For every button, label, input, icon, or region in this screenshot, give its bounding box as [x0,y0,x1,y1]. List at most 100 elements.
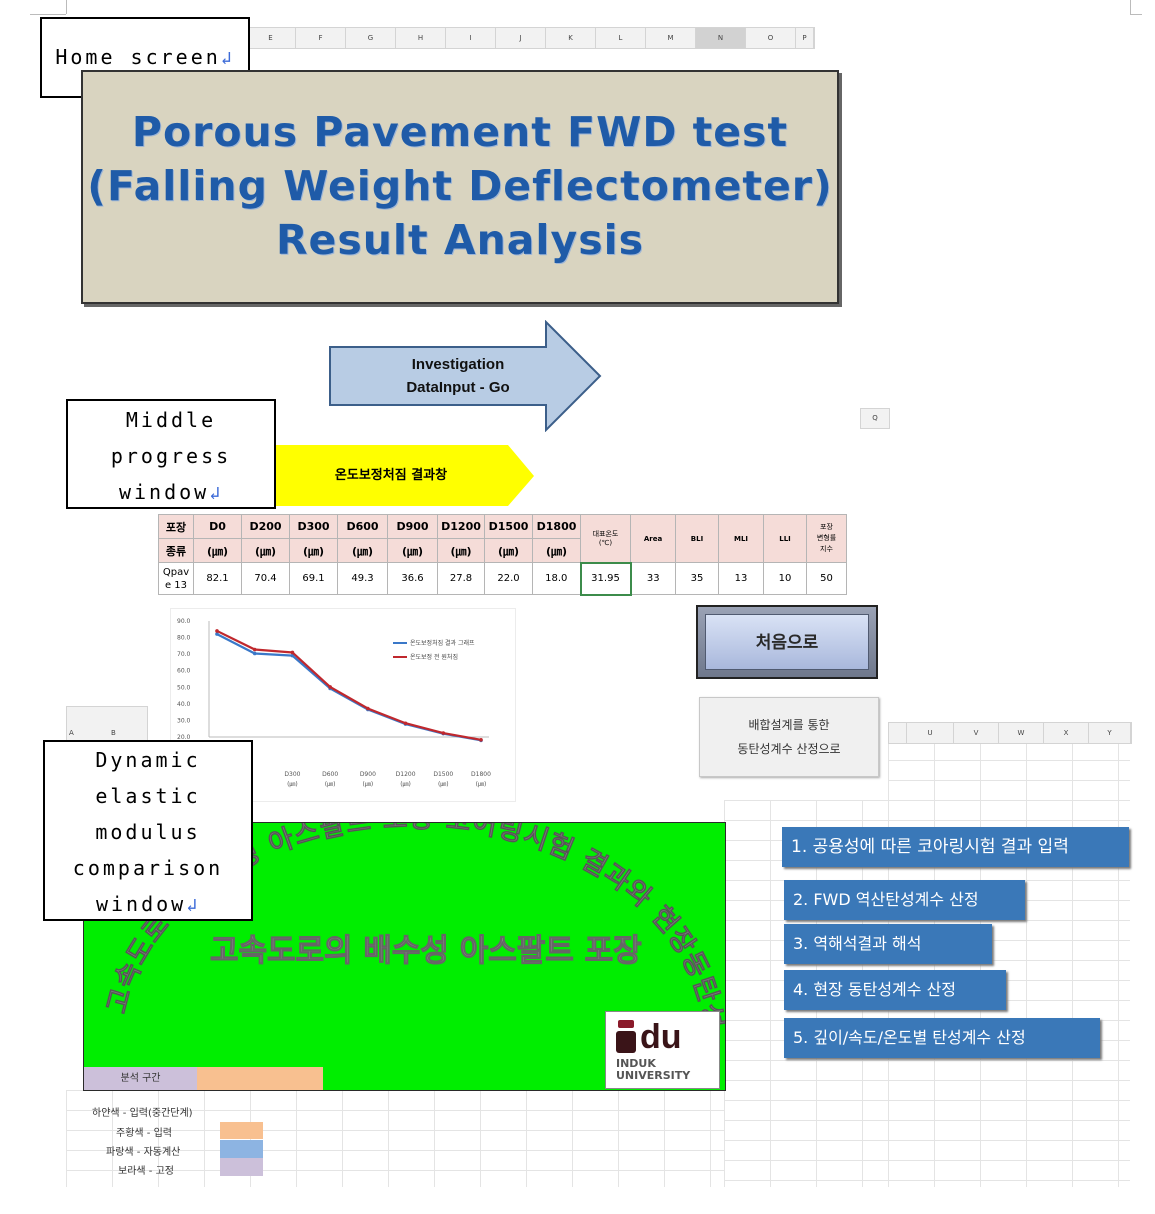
y-tick-label: 40.0 [177,701,191,708]
mix-design-button[interactable]: 배합설계를 통한 동탄성계수 산정으로 [699,697,879,777]
col-header[interactable]: V [954,723,999,743]
dynamic-label-line: window↲ [95,892,201,916]
middle-progress-window-label: Middle progress window↲ [66,399,276,509]
title-line-2: (Falling Weight Deflectometer) [87,162,833,210]
corner-mark-top-left [30,14,66,15]
data-point [252,651,257,656]
col-header[interactable]: U [907,723,954,743]
induk-logo: du INDUK UNIVERSITY [605,1011,720,1089]
dynamic-label-line: modulus [95,820,201,844]
table-header: D0 [193,514,242,539]
table-header: (㎛) [532,538,581,563]
corner-mark-top-right-h [1130,14,1142,15]
table-header: Area [630,514,676,563]
col-header[interactable]: G [346,28,396,48]
col-header[interactable]: M [646,28,696,48]
dynamic-label-line: comparison [72,856,224,880]
x-tick-label: D1200 [396,771,416,778]
induk-logo-mark: du [616,1018,710,1056]
col-header[interactable]: O [746,28,796,48]
y-tick-label: 60.0 [177,668,191,675]
data-point [252,647,257,652]
middle-label-line: Middle [125,408,217,432]
col-header[interactable]: K [546,28,596,48]
table-cell[interactable]: 35 [675,562,719,595]
legend-purple-swatch [220,1158,263,1176]
y-tick-label: 20.0 [177,734,191,741]
table-cell[interactable]: 50 [806,562,847,595]
section-label-cell[interactable]: 분석 구간 [84,1067,197,1090]
col-header-selected[interactable]: N [696,28,746,48]
col-header[interactable]: P [796,28,814,48]
table-cell[interactable]: 36.6 [387,562,438,595]
arrow-line-2: DataInput - Go [406,379,510,396]
menu-backcalc-analysis-button[interactable]: 3. 역해석결과 해석 [784,924,992,964]
table-cell-selected[interactable]: 31.95 [579,561,632,596]
col-header[interactable]: Y [1089,723,1131,743]
investigation-data-input-button[interactable]: Investigation DataInput - Go [328,320,604,432]
logo-text-2: UNIVERSITY [616,1069,691,1082]
go-home-button-label: 처음으로 [705,614,869,670]
col-header[interactable]: E [246,28,296,48]
menu-fwd-backcalc-button[interactable]: 2. FWD 역산탄성계수 산정 [784,880,1025,920]
legend-blue: 파랑색 - 자동계산 [106,1147,181,1158]
mix-design-line-2: 동탄성계수 산정으로 [737,742,841,756]
table-header: (㎛) [241,538,290,563]
table-cell[interactable]: 49.3 [337,562,388,595]
col-header[interactable]: I [446,28,496,48]
menu-coring-input-button[interactable]: 1. 공용성에 따른 코아링시험 결과 입력 [782,827,1129,867]
col-header[interactable]: W [999,723,1044,743]
col-header[interactable]: F [296,28,346,48]
table-cell[interactable]: 13 [718,562,764,595]
temperature-corrected-banner: 온도보정처짐 결과창 [276,445,536,507]
table-header: (㎛) [387,538,438,563]
fwd-results-table: 포장 D0 D200 D300 D600 D900 D1200 D1500 D1… [158,514,847,596]
col-header[interactable]: B [111,729,116,737]
table-cell[interactable]: 10 [763,562,807,595]
col-header[interactable]: J [496,28,546,48]
logo-bar-icon [616,1031,636,1053]
table-header: D300 [289,514,338,539]
data-point [403,721,408,726]
logo-mark-text: du [640,1018,682,1056]
table-cell[interactable]: 69.1 [289,562,338,595]
data-point [366,706,370,711]
x-tick-unit: (㎛) [363,781,374,789]
go-home-button[interactable]: 처음으로 [696,605,878,679]
table-cell[interactable]: 33 [630,562,676,595]
col-header[interactable]: A [69,729,74,737]
spreadsheet-cell-q[interactable]: Q [860,408,890,429]
x-tick-label: D300 [284,771,300,778]
table-header: (㎛) [437,538,485,563]
legend-purple: 보라색 - 고정 [118,1166,174,1177]
data-point [215,632,219,636]
table-cell[interactable]: 18.0 [532,562,581,595]
x-tick-unit: (㎛) [438,781,449,789]
table-cell[interactable]: 82.1 [193,562,242,595]
menu-field-modulus-button[interactable]: 4. 현장 동탄성계수 산정 [784,970,1006,1010]
table-cell[interactable]: 27.8 [437,562,485,595]
section-input-cell[interactable] [197,1067,323,1090]
data-point [328,685,332,689]
data-point [290,650,295,655]
legend-label: 온도보정 전 원처짐 [410,653,458,661]
corner-mark-top-right [1130,0,1131,14]
table-cell[interactable]: 22.0 [484,562,533,595]
x-tick-label: D1800 [471,771,491,778]
col-header[interactable]: H [396,28,446,48]
y-tick-label: 90.0 [177,618,191,625]
menu-depth-speed-temp-button[interactable]: 5. 깊이/속도/온도별 탄성계수 산정 [784,1018,1100,1058]
table-cell[interactable]: 70.4 [241,562,290,595]
x-tick-label: D1500 [433,771,453,778]
x-tick-unit: (㎛) [476,781,487,789]
y-tick-label: 30.0 [177,717,191,724]
green-main-title: 고속도로의 배수성 아스팔트 포장 [210,933,643,970]
legend-orange: 주황색 - 입력 [116,1128,172,1139]
col-header[interactable]: X [1044,723,1089,743]
home-screen-label-text: Home screen [55,45,221,69]
title-line-3: Result Analysis [275,216,645,264]
table-header: 종류 [158,538,194,563]
col-header[interactable]: L [596,28,646,48]
